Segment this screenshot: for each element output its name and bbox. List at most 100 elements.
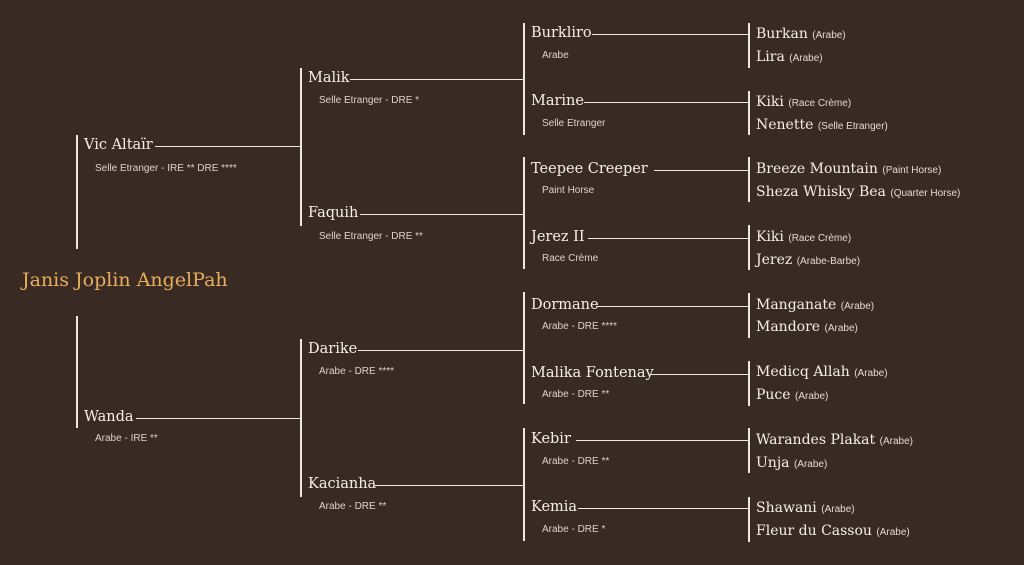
g3-detail-marine: Selle Etranger [542, 118, 606, 129]
g4-breed: (Selle Etranger) [817, 121, 888, 132]
g4-breed: (Arabe) [876, 527, 910, 538]
g4-bracket-3 [748, 157, 750, 202]
g4-entry-9: Manganate (Arabe) [756, 296, 874, 316]
g3-name-burkliro: Burkliro [531, 25, 592, 41]
g3-connector-dormane [596, 306, 750, 307]
g3-name-kemia: Kemia [531, 499, 578, 515]
g4-breed: (Arabe) [879, 436, 913, 447]
dam-connector [136, 418, 301, 419]
g4-breed: (Arabe) [795, 391, 829, 402]
g4-breed: (Arabe) [789, 53, 823, 64]
g3-name-dormane: Dormane [531, 297, 599, 313]
subject-name: Janis Joplin AngelPah [22, 269, 228, 291]
g2-bracket-dam [300, 339, 302, 497]
g4-entry-16: Fleur du Cassou (Arabe) [756, 522, 910, 542]
g4-bracket-6 [748, 361, 750, 406]
g4-name: Warandes Plakat [756, 432, 876, 448]
g3-connector-teepee-creeper [654, 170, 750, 171]
g4-breed: (Race Crème) [788, 98, 852, 109]
g2-connector-faquih [360, 214, 525, 215]
g4-name: Lira [756, 49, 785, 65]
sire-connector [155, 146, 301, 147]
g4-entry-12: Puce (Arabe) [756, 386, 828, 406]
g3-bracket-1 [523, 23, 525, 135]
g4-entry-8: Jerez (Arabe-Barbe) [756, 251, 860, 271]
g4-name: Manganate [756, 297, 837, 313]
g4-name: Sheza Whisky Bea [756, 184, 886, 200]
g2-bracket-sire [300, 68, 302, 226]
g2-connector-malik [350, 79, 525, 80]
g3-detail-malika-fontenay: Arabe - DRE ** [542, 389, 610, 400]
g4-breed: (Arabe) [812, 30, 846, 41]
g3-detail-jerez-ii: Race Crème [542, 253, 599, 264]
sire-name: Vic Altaïr [84, 137, 153, 153]
g3-name-malika-fontenay: Malika Fontenay [531, 365, 654, 381]
g2-name-faquih: Faquih [308, 205, 359, 221]
g4-breed: (Paint Horse) [882, 165, 942, 176]
g2-name-malik: Malik [308, 70, 350, 86]
g4-breed: (Arabe) [793, 459, 828, 470]
g4-name: Kiki [756, 229, 784, 245]
g4-entry-6: Sheza Whisky Bea (Quarter Horse) [756, 183, 960, 203]
g3-name-teepee-creeper: Teepee Creeper [531, 161, 648, 177]
sire-bracket [76, 135, 78, 249]
g4-entry-13: Warandes Plakat (Arabe) [756, 431, 913, 451]
g4-name: Kiki [756, 94, 784, 110]
g3-connector-marine [584, 102, 750, 103]
g3-detail-dormane: Arabe - DRE **** [542, 321, 618, 332]
g2-detail-darike: Arabe - DRE **** [319, 366, 395, 377]
g4-entry-15: Shawani (Arabe) [756, 499, 855, 519]
g4-breed: (Arabe) [821, 504, 855, 515]
g4-entry-10: Mandore (Arabe) [756, 318, 858, 338]
g4-name: Jerez [756, 252, 793, 268]
g2-connector-darike [358, 350, 525, 351]
g3-name-marine: Marine [531, 93, 584, 109]
g3-connector-burkliro [592, 34, 750, 35]
g2-name-darike: Darike [308, 341, 358, 357]
g4-breed: (Arabe-Barbe) [796, 256, 861, 267]
g4-entry-7: Kiki (Race Crème) [756, 228, 851, 248]
g4-name: Puce [756, 387, 791, 403]
g3-bracket-4 [523, 428, 525, 541]
g4-bracket-2 [748, 91, 750, 135]
g4-entry-4: Nenette (Selle Etranger) [756, 116, 888, 136]
g4-entry-2: Lira (Arabe) [756, 48, 823, 68]
g3-detail-burkliro: Arabe [542, 50, 569, 61]
g4-name: Mandore [756, 319, 821, 335]
dam-name: Wanda [84, 409, 134, 425]
g3-connector-kemia [578, 508, 750, 509]
sire-detail: Selle Etranger - IRE ** DRE **** [95, 163, 237, 174]
g4-bracket-8 [748, 497, 750, 542]
g3-detail-kebir: Arabe - DRE ** [542, 456, 610, 467]
g4-name: Fleur du Cassou [756, 523, 872, 539]
g4-bracket-4 [748, 225, 750, 270]
g2-detail-kacianha: Arabe - DRE ** [319, 501, 387, 512]
g4-breed: (Arabe) [824, 323, 858, 334]
g4-name: Unja [756, 455, 790, 471]
g4-breed: (Quarter Horse) [890, 188, 961, 199]
g3-bracket-2 [523, 157, 525, 269]
g4-breed: (Race Crème) [788, 233, 852, 244]
g4-name: Breeze Mountain [756, 161, 878, 177]
dam-detail: Arabe - IRE ** [95, 433, 158, 444]
dam-bracket [76, 316, 78, 428]
g2-detail-faquih: Selle Etranger - DRE ** [319, 231, 423, 242]
g3-connector-jerez-ii [588, 238, 750, 239]
g4-entry-5: Breeze Mountain (Paint Horse) [756, 160, 941, 180]
g4-entry-14: Unja (Arabe) [756, 454, 827, 474]
g4-breed: (Arabe) [854, 368, 888, 379]
g4-name: Burkan [756, 26, 808, 42]
g3-detail-kemia: Arabe - DRE * [542, 524, 606, 535]
g4-name: Nenette [756, 117, 814, 133]
g4-bracket-1 [748, 23, 750, 68]
g3-name-jerez-ii: Jerez II [531, 229, 585, 245]
g4-entry-1: Burkan (Arabe) [756, 25, 846, 45]
g3-bracket-3 [523, 292, 525, 404]
g4-bracket-7 [748, 428, 750, 473]
g4-entry-11: Medicq Allah (Arabe) [756, 363, 888, 383]
g4-name: Shawani [756, 500, 817, 516]
g4-entry-3: Kiki (Race Crème) [756, 93, 851, 113]
g3-detail-teepee-creeper: Paint Horse [542, 185, 595, 196]
g3-name-kebir: Kebir [531, 431, 571, 447]
